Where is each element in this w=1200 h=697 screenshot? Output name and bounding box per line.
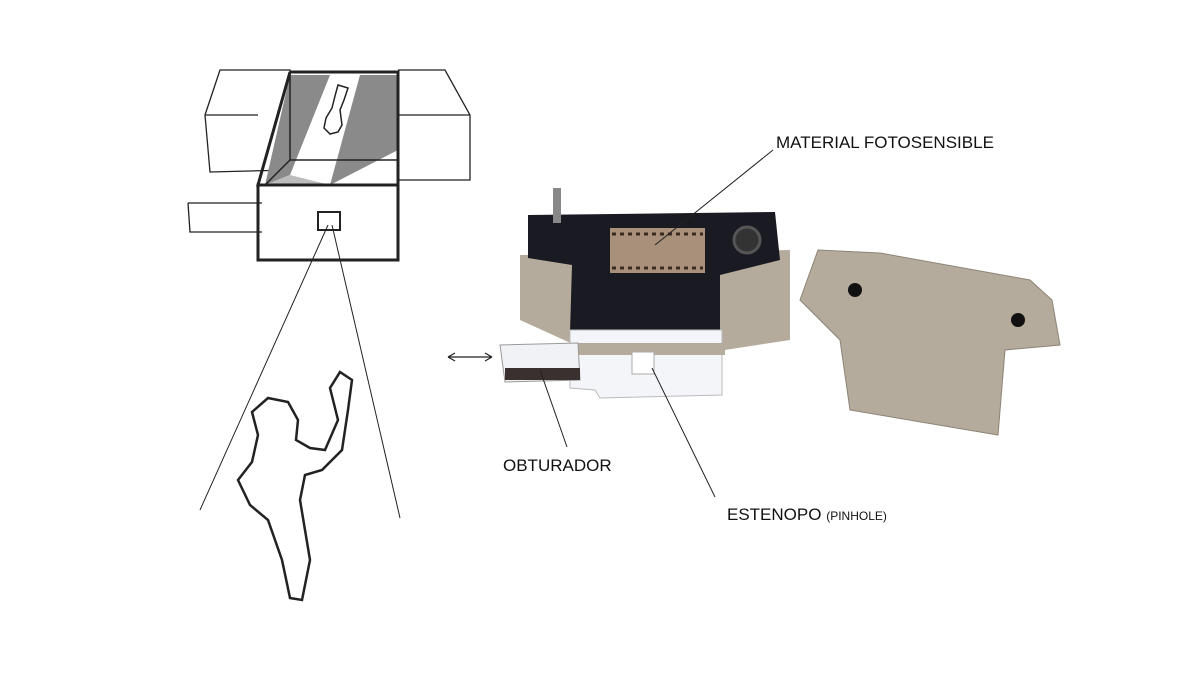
label-pinhole-main: ESTENOPO xyxy=(727,505,822,524)
screw xyxy=(553,188,561,223)
interior-edges xyxy=(264,72,398,186)
sketch-camera xyxy=(187,69,493,602)
label-pinhole-note: (PINHOLE) xyxy=(826,509,887,523)
camera-lid xyxy=(799,249,1061,436)
box-front-face xyxy=(256,183,400,262)
label-photosensitive-material: MATERIAL FOTOSENSIBLE xyxy=(776,133,994,152)
subject-figure xyxy=(236,370,354,602)
pinhole-square xyxy=(317,211,341,231)
lid-hole-left xyxy=(848,283,862,297)
film-perforations xyxy=(612,232,703,270)
interior-gray-right xyxy=(330,75,398,185)
film-strip xyxy=(610,228,705,273)
double-arrow xyxy=(447,352,493,362)
label-pinhole: ESTENOPO (PINHOLE) xyxy=(727,505,887,525)
light-ray-left xyxy=(199,224,329,511)
light-ray-right xyxy=(331,224,401,519)
pinhole-plate xyxy=(631,351,655,375)
interior-gray-left xyxy=(265,75,330,185)
leader-photosensitive xyxy=(654,149,774,246)
shutter-dark-edge xyxy=(505,368,580,380)
inverted-figure xyxy=(323,84,349,135)
model-camera xyxy=(499,188,790,399)
lid-hole-right xyxy=(1011,313,1025,327)
shutter-tab-sketch xyxy=(187,202,262,233)
left-side-box xyxy=(204,69,291,173)
right-side-box xyxy=(398,69,471,181)
cardboard-band xyxy=(575,343,725,355)
label-shutter: OBTURADOR xyxy=(503,456,612,475)
film-spool xyxy=(732,225,762,255)
leader-pinhole xyxy=(651,367,716,498)
leader-shutter xyxy=(539,369,568,448)
interior-floor xyxy=(265,175,330,185)
